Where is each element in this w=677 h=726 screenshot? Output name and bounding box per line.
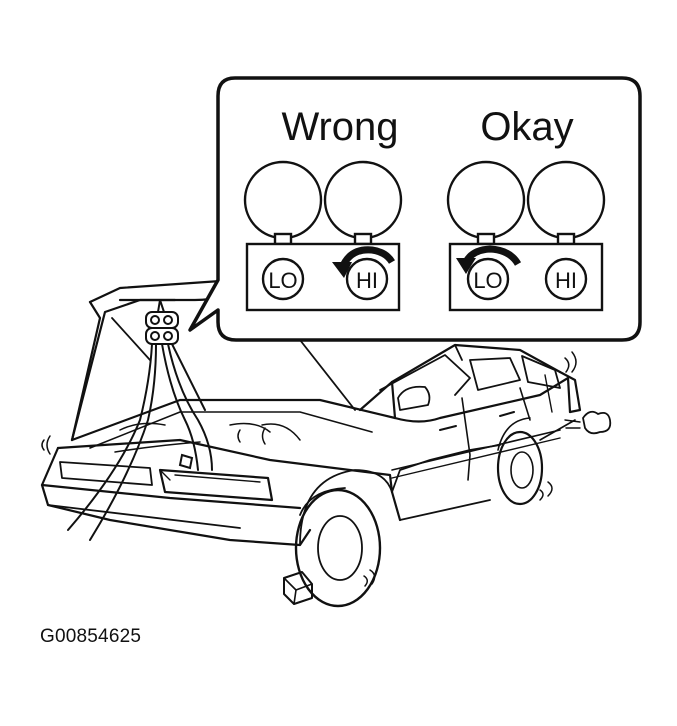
okay-gauge-set [446, 160, 606, 312]
front-wheel [294, 488, 382, 608]
figure-id: G00854625 [40, 626, 142, 647]
okay-label: Okay [480, 105, 573, 149]
wrong-lo-label: LO [268, 268, 297, 293]
okay-rotation-arrow [456, 245, 522, 274]
wrong-rotation-arrow [332, 246, 396, 278]
wheel-chock [283, 571, 313, 605]
wrong-label: Wrong [281, 105, 398, 149]
exhaust-puff [582, 410, 612, 435]
okay-lo-label: LO [473, 268, 502, 293]
wrong-hi-valve [345, 257, 389, 301]
okay-lo-valve [466, 257, 510, 301]
okay-hi-valve [544, 257, 588, 301]
rear-wheel [496, 430, 544, 506]
callout-bubble: Wrong Okay LO HI LO H [188, 76, 642, 342]
okay-hi-gauge-dial [526, 160, 606, 240]
wrong-hi-label: HI [356, 268, 378, 293]
wrong-lo-gauge-dial [243, 160, 323, 240]
okay-lo-gauge-dial [446, 160, 526, 240]
gauge-manifold-hoses [67, 299, 213, 541]
wrong-gauge-set [243, 160, 403, 312]
wrong-hi-gauge-dial [323, 160, 403, 240]
okay-hi-label: HI [555, 268, 577, 293]
wrong-lo-valve [261, 257, 305, 301]
